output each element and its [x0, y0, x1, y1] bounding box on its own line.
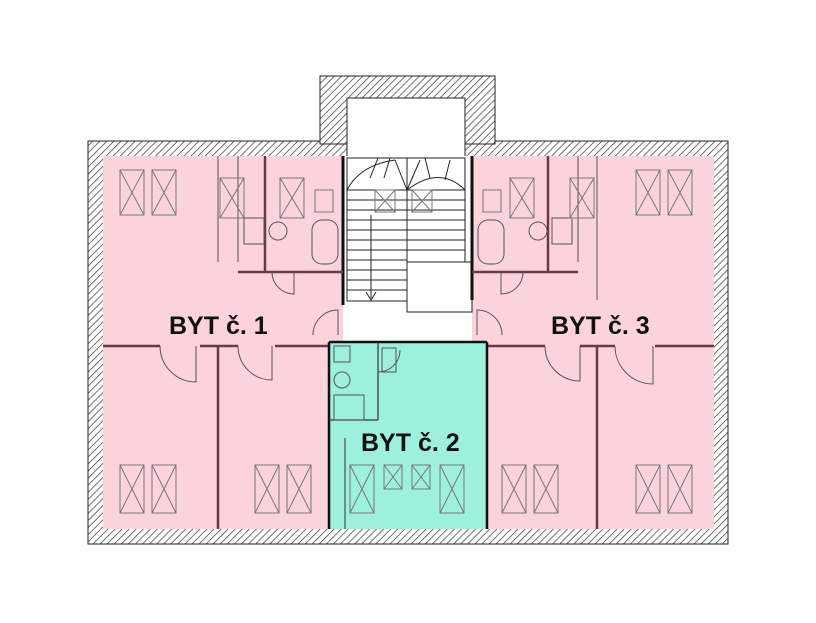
roof-windows-unit-3 [501, 169, 693, 514]
partitions [103, 156, 714, 529]
unit-2-area [329, 342, 487, 529]
unit-3-label: BYT č. 3 [551, 312, 650, 340]
unit-3-area [472, 156, 714, 529]
unit-1-label: BYT č. 1 [169, 312, 268, 340]
bathroom-fixtures [243, 189, 573, 421]
unit-2-label: BYT č. 2 [361, 429, 460, 457]
door-swings [159, 271, 654, 385]
roof-windows-unit-1 [119, 169, 312, 514]
staircase [346, 157, 466, 302]
roof-windows-unit-2 [344, 438, 465, 529]
